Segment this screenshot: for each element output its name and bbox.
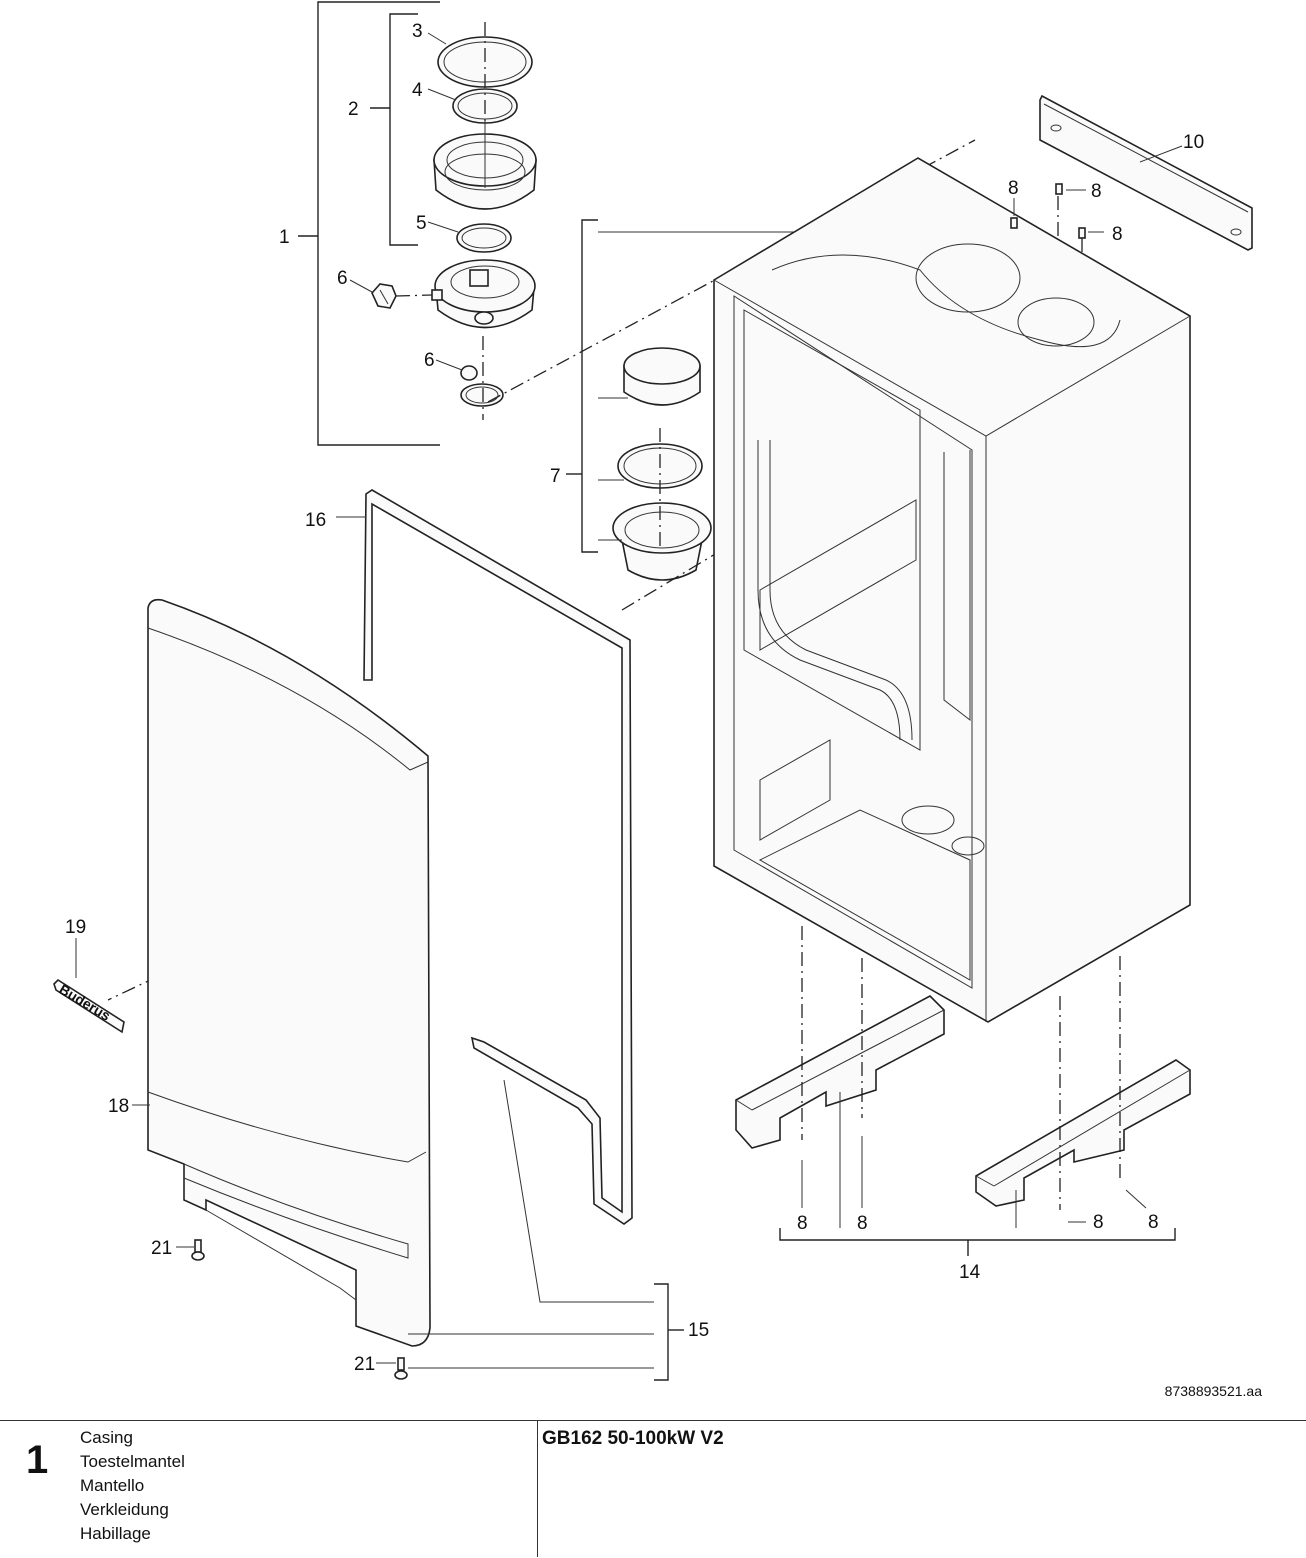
callout-10: 10 xyxy=(1183,132,1204,153)
title-block xyxy=(0,1420,1306,1558)
flue-collar xyxy=(433,120,537,210)
test-cap-6b xyxy=(460,365,504,407)
callout-19: 19 xyxy=(65,917,86,938)
callout-labels: 1 2 3 4 5 6 6 7 8 8 8 10 8 8 8 8 14 15 1… xyxy=(65,21,1204,1375)
sheet-number: 1 xyxy=(26,1438,49,1482)
callout-8a: 8 xyxy=(1008,178,1019,199)
callout-21b: 21 xyxy=(354,1354,375,1375)
callout-8f: 8 xyxy=(1093,1212,1104,1233)
callout-8b: 8 xyxy=(1091,181,1102,202)
callout-2: 2 xyxy=(348,99,359,120)
callout-1: 1 xyxy=(279,227,290,248)
door-gasket-16 xyxy=(336,489,633,1225)
description-it: Mantello xyxy=(80,1476,145,1495)
adapter-set-7 xyxy=(566,219,1010,581)
callout-21a: 21 xyxy=(151,1238,172,1259)
description-fr: Habillage xyxy=(80,1524,151,1543)
description-nl: Toestelmantel xyxy=(80,1452,185,1471)
bracket-15 xyxy=(408,1079,684,1381)
model-title: GB162 50-100kW V2 xyxy=(542,1428,724,1449)
callout-8d: 8 xyxy=(797,1213,808,1234)
callout-3: 3 xyxy=(412,21,423,42)
callout-5: 5 xyxy=(416,213,427,234)
flue-base xyxy=(431,259,536,329)
callout-7: 7 xyxy=(550,466,561,487)
callout-16: 16 xyxy=(305,510,326,531)
document-code: 8738893521.aa xyxy=(1164,1383,1262,1399)
description-list: Casing Toestelmantel Mantello Verkleidun… xyxy=(80,1426,185,1546)
callout-8e: 8 xyxy=(857,1213,868,1234)
bracket-1 xyxy=(317,1,440,446)
callout-6a: 6 xyxy=(337,268,348,289)
front-panel-18 xyxy=(132,598,431,1347)
description-de: Verkleidung xyxy=(80,1500,169,1519)
flue-adapter-assembly xyxy=(298,1,537,446)
callout-8c: 8 xyxy=(1112,224,1123,245)
bracket-2 xyxy=(389,13,418,246)
callout-4: 4 xyxy=(412,80,423,101)
callout-14: 14 xyxy=(959,1262,981,1283)
support-feet-14 xyxy=(735,926,1191,1256)
exploded-parts-diagram: Buderus 1 2 3 4 5 6 6 7 8 8 8 10 8 8 8 8… xyxy=(53,1,1253,1381)
callout-15: 15 xyxy=(688,1320,709,1341)
mounting-rail-10 xyxy=(1039,94,1253,251)
appliance-frame xyxy=(713,157,1191,1023)
test-cap-6a xyxy=(371,283,397,309)
o-ring-5 xyxy=(456,223,512,253)
title-block-divider xyxy=(537,1420,538,1557)
callout-18: 18 xyxy=(108,1096,129,1117)
brand-badge-19: Buderus xyxy=(53,938,125,1034)
description-en: Casing xyxy=(80,1428,133,1447)
brand-badge-text: Buderus xyxy=(56,981,113,1024)
callout-6b: 6 xyxy=(424,350,435,371)
callout-8g: 8 xyxy=(1148,1212,1159,1233)
screws-21 xyxy=(176,1239,408,1380)
screws-top xyxy=(1010,183,1104,239)
